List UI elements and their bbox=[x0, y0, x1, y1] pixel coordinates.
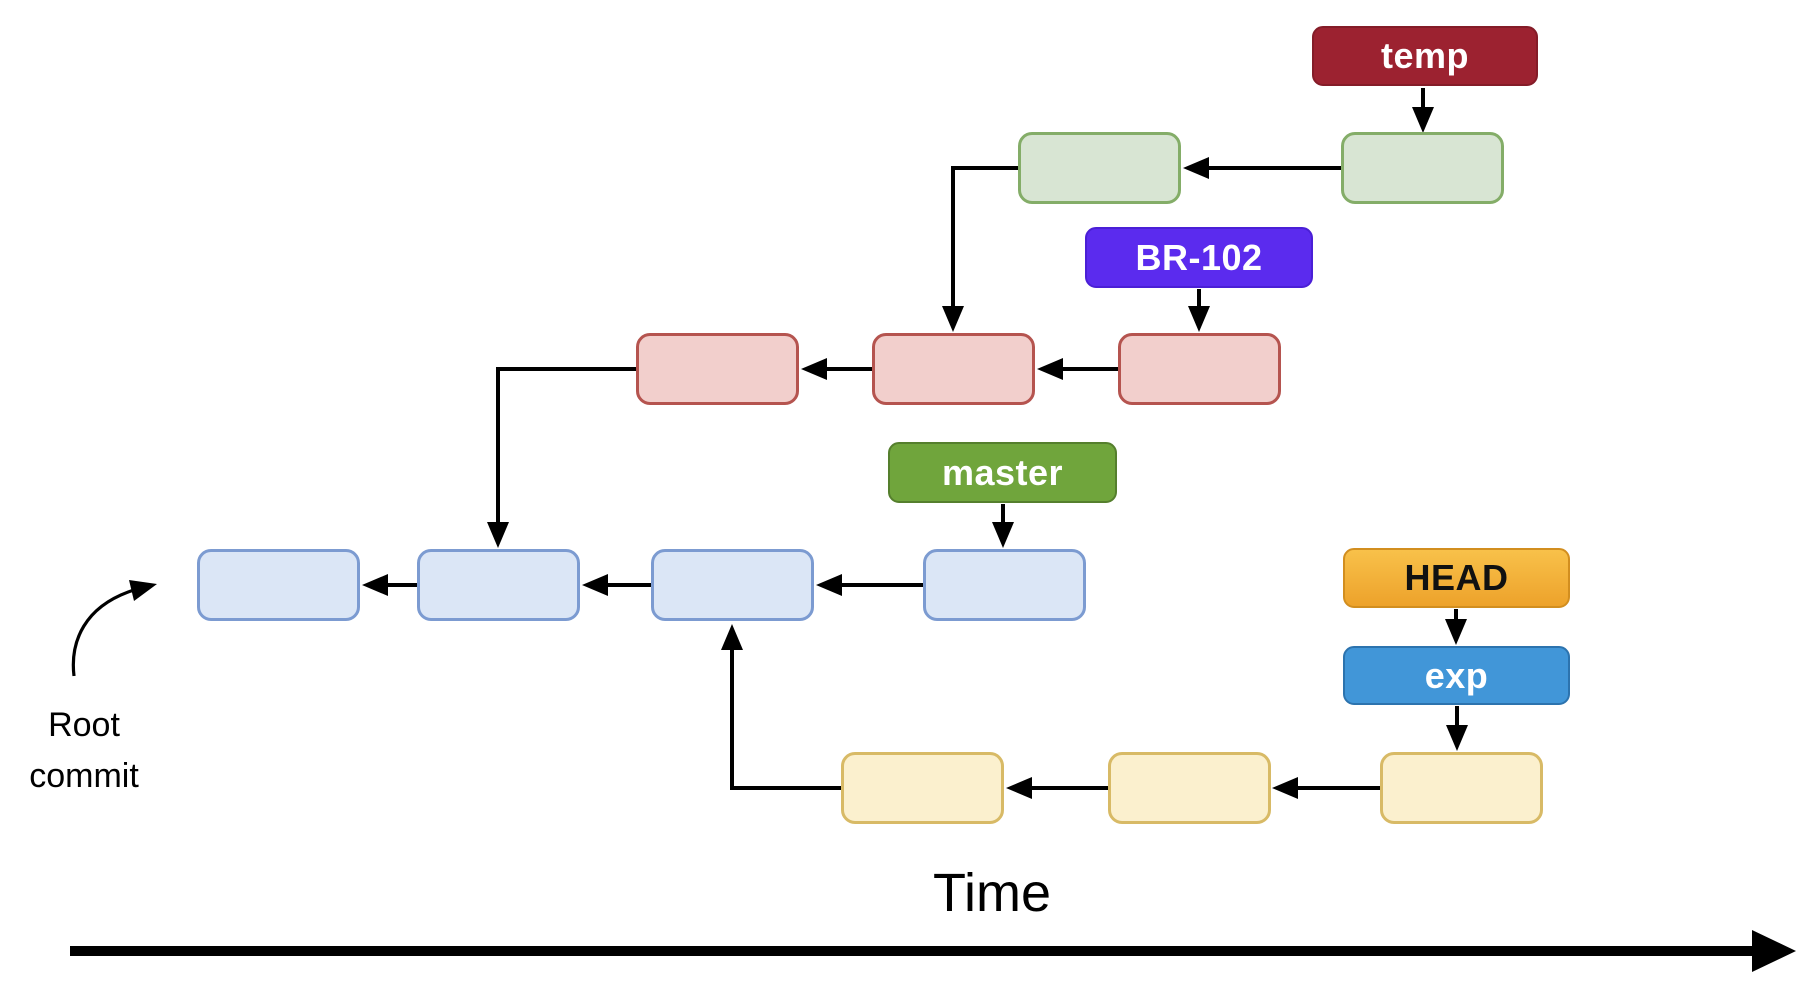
commit-br102-branch-2 bbox=[872, 333, 1035, 405]
arrow-commit-parent bbox=[1272, 777, 1380, 799]
arrow-master-to-commit bbox=[992, 504, 1014, 548]
arrow-head bbox=[1445, 619, 1467, 645]
root-commit-annotation-line2: commit bbox=[29, 757, 139, 795]
arrow-head bbox=[992, 522, 1014, 548]
branch-label-temp: temp bbox=[1312, 26, 1538, 86]
arrow-head bbox=[801, 358, 827, 380]
arrow-commit-parent bbox=[801, 358, 872, 380]
ref-label-head: HEAD bbox=[1343, 548, 1570, 608]
commit-br102-branch-3 bbox=[1118, 333, 1281, 405]
arrow-commit-parent bbox=[362, 574, 417, 596]
arrow-line bbox=[496, 367, 636, 527]
arrow-head bbox=[721, 624, 743, 650]
arrow-branch-elbow-temp-to-pink bbox=[942, 166, 1018, 332]
arrow-br102-to-commit bbox=[1188, 289, 1210, 332]
arrow-head bbox=[1446, 725, 1468, 751]
arrow-head bbox=[582, 574, 608, 596]
commit-master-branch-3 bbox=[651, 549, 814, 621]
commit-master-branch-1 bbox=[197, 549, 360, 621]
time-axis-label: Time bbox=[933, 863, 1051, 923]
commit-temp-branch-1 bbox=[1018, 132, 1181, 204]
arrow-head bbox=[1412, 107, 1434, 133]
commit-temp-branch-2 bbox=[1341, 132, 1504, 204]
root-commit-arrow bbox=[71, 580, 157, 677]
arrow-head bbox=[942, 306, 964, 332]
commit-master-branch-2 bbox=[417, 549, 580, 621]
arrow-line bbox=[951, 166, 1018, 311]
arrow-head bbox=[1037, 358, 1063, 380]
commit-exp-branch-3 bbox=[1380, 752, 1543, 824]
commit-br102-branch-1 bbox=[636, 333, 799, 405]
arrow-commit-parent bbox=[1006, 777, 1108, 799]
arrow-commit-parent bbox=[582, 574, 651, 596]
time-axis-arrow bbox=[70, 930, 1796, 972]
arrow-head bbox=[816, 574, 842, 596]
branch-label-master: master bbox=[888, 442, 1117, 503]
root-commit-annotation: Root commit bbox=[8, 700, 160, 802]
arrow-head-to-exp bbox=[1445, 609, 1467, 645]
commit-exp-branch-2 bbox=[1108, 752, 1271, 824]
arrow-line bbox=[730, 648, 841, 790]
commit-exp-branch-1 bbox=[841, 752, 1004, 824]
arrow-commit-parent bbox=[1183, 157, 1341, 179]
arrow-exp-to-commit bbox=[1446, 706, 1468, 751]
arrow-head bbox=[487, 522, 509, 548]
commit-master-branch-4 bbox=[923, 549, 1086, 621]
branch-label-exp: exp bbox=[1343, 646, 1570, 705]
arrow-head bbox=[129, 580, 157, 601]
arrow-branch-elbow-pink-to-blue bbox=[487, 367, 636, 548]
arrow-head bbox=[1272, 777, 1298, 799]
arrow-head bbox=[1006, 777, 1032, 799]
axis-arrow-head bbox=[1752, 930, 1796, 972]
arrow-temp-to-commit bbox=[1412, 88, 1434, 133]
arrow-branch-elbow-yellow-to-blue bbox=[721, 624, 841, 790]
arrow-line bbox=[71, 588, 135, 677]
arrow-commit-parent bbox=[1037, 358, 1118, 380]
arrow-head bbox=[1188, 306, 1210, 332]
branch-label-br-102: BR-102 bbox=[1085, 227, 1313, 288]
root-commit-annotation-line1: Root bbox=[48, 706, 120, 744]
arrow-head bbox=[362, 574, 388, 596]
arrow-commit-parent bbox=[816, 574, 923, 596]
arrow-head bbox=[1183, 157, 1209, 179]
